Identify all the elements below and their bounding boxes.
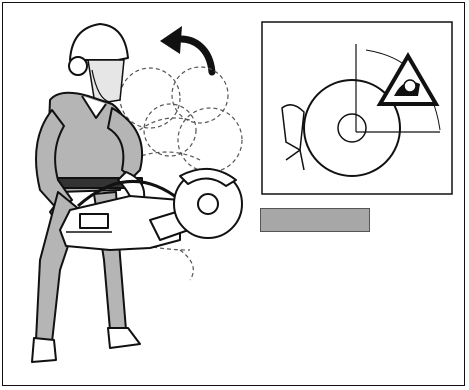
ear-protector — [68, 56, 88, 76]
curved-arrow-left-icon — [160, 26, 216, 76]
kickback-warning-icon — [376, 52, 440, 106]
operator-figure — [31, 23, 146, 363]
caption-placeholder-box — [260, 208, 370, 232]
left-boot — [31, 337, 57, 363]
blade-guard — [179, 168, 237, 187]
right-boot — [107, 327, 141, 349]
helmet — [69, 23, 129, 61]
cutter-handle — [77, 180, 181, 208]
inset-blade-guard — [281, 104, 305, 152]
face-visor — [87, 59, 125, 105]
cutter-body — [59, 195, 181, 251]
power-cutter — [59, 168, 243, 251]
kickback-zone-inset — [261, 21, 453, 195]
